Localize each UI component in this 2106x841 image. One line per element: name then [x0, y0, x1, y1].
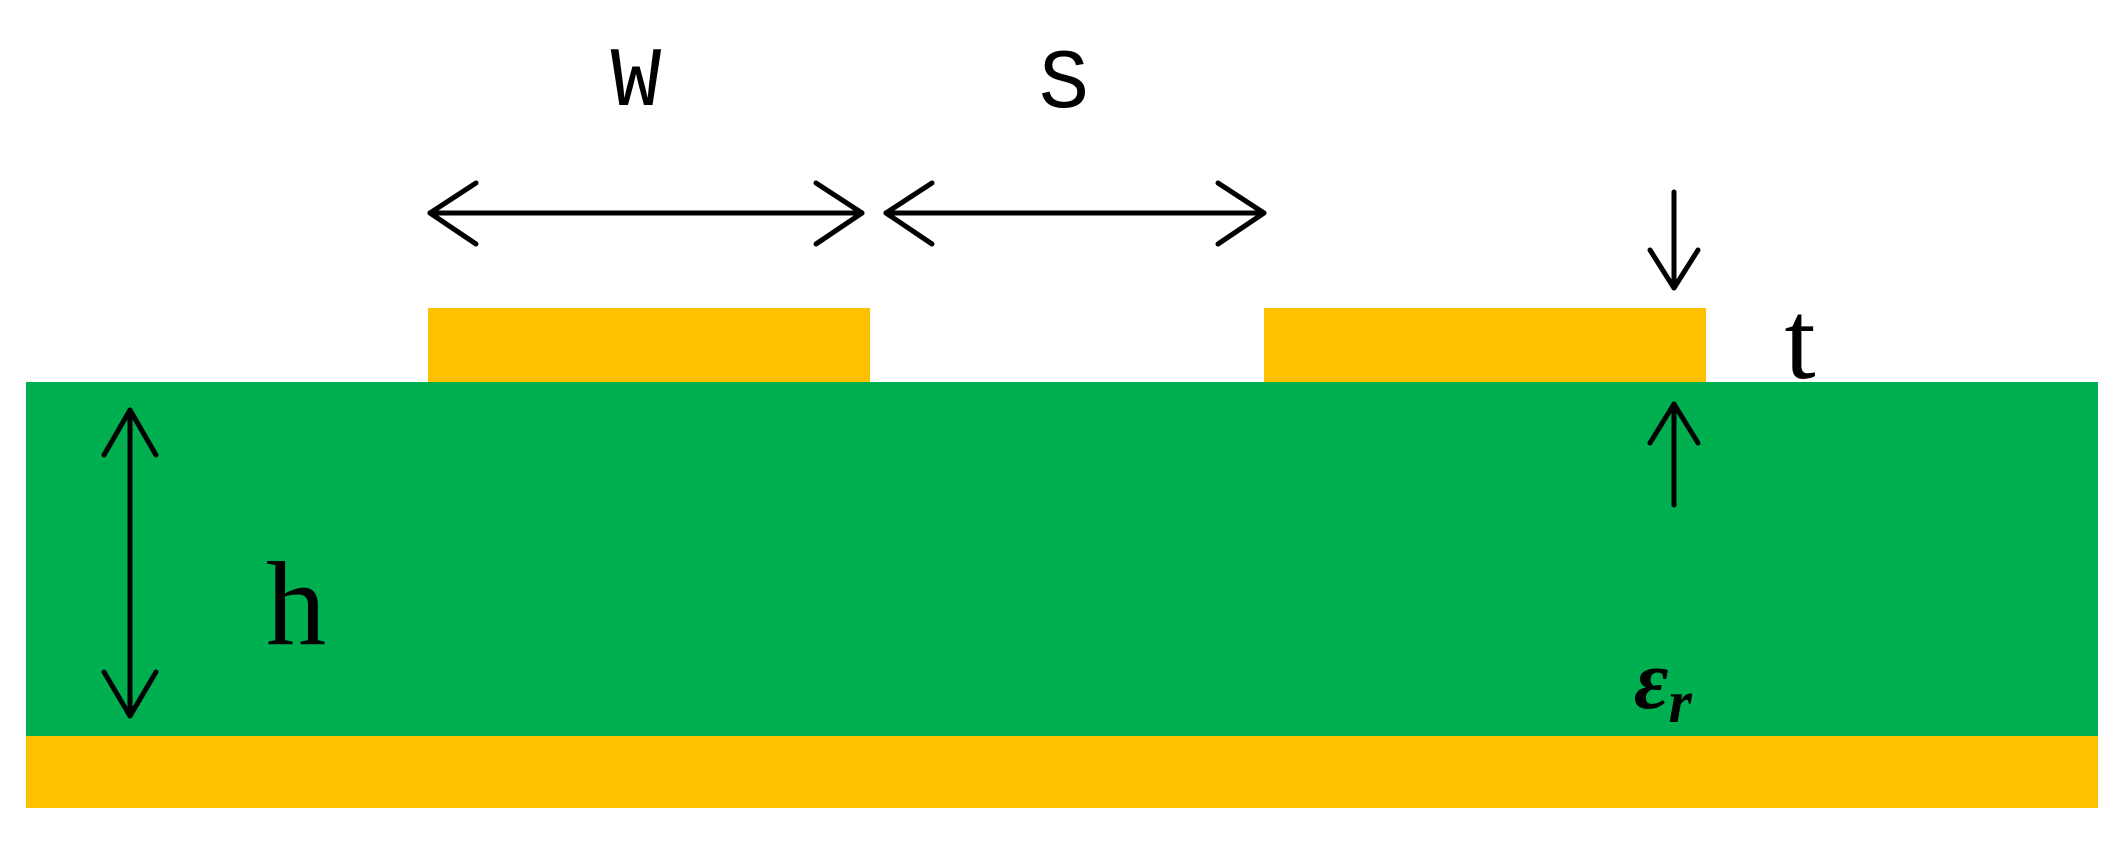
spacing-label: S	[1039, 38, 1089, 133]
permittivity-symbol: ε	[1634, 634, 1668, 727]
thickness-label: t	[1784, 279, 1815, 403]
permittivity-label: εr	[1634, 634, 1692, 735]
left-conductor-strip	[428, 308, 870, 382]
height-dimension-arrow	[101, 407, 159, 719]
right-conductor-strip	[1264, 308, 1706, 382]
thickness-dimension-arrows	[1647, 189, 1701, 508]
height-label: h	[266, 537, 326, 670]
spacing-dimension-arrow	[883, 180, 1267, 247]
permittivity-subscript: r	[1668, 669, 1692, 735]
width-dimension-arrow	[427, 180, 865, 247]
dielectric-substrate	[26, 382, 2098, 736]
width-label: W	[611, 36, 662, 131]
ground-plane	[26, 735, 2098, 808]
